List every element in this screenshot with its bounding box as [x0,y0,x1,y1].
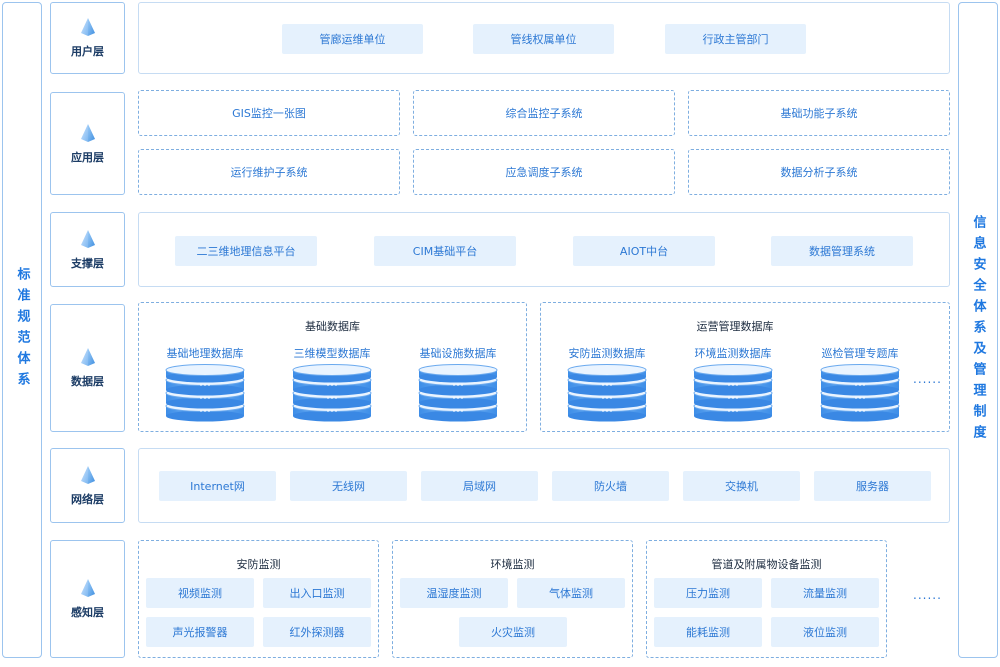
chip-sense: 能耗监测 [654,617,762,647]
db-name: 环境监测数据库 [694,347,772,360]
layer-label-data: 数据层 [50,304,125,432]
database-cylinder-icon [165,364,245,422]
crystal-pyramid-icon [78,347,98,367]
standards-sidebar: 标准规范体系 [2,2,42,658]
sense-group-title: 环境监测 [490,558,535,571]
chip-sense: 气体监测 [517,578,625,608]
layer-name: 数据层 [71,375,104,388]
chip-support: 二三维地理信息平台 [175,236,317,266]
layer-name: 用户层 [71,45,104,58]
layer-name: 感知层 [71,606,104,619]
layer-name: 支撑层 [71,256,104,270]
layer-label-sense: 感知层 [50,540,125,658]
chip-sense: 压力监测 [654,578,762,608]
app-box: 应急调度子系统 [413,149,675,195]
chip-sense: 液位监测 [771,617,879,647]
db-name: 基础设施数据库 [419,347,497,360]
app-box: 运行维护子系统 [138,149,400,195]
layer-label-user: 用户层 [50,2,125,74]
chip-sense: 流量监测 [771,578,879,608]
db-name: 巡检管理专题库 [821,347,899,360]
crystal-pyramid-icon [78,229,98,249]
network-layer-panel: Internet网 无线网 局域网 防火墙 交换机 服务器 [138,448,950,523]
chip-sense: 温湿度监测 [400,578,508,608]
db-name: 安防监测数据库 [568,347,646,360]
user-layer-panel: 管廊运维单位 管线权属单位 行政主管部门 [138,2,950,74]
chip-network: 无线网 [290,471,407,501]
chip-network: 服务器 [814,471,931,501]
database-cylinder-icon [820,364,900,422]
chip-user: 管线权属单位 [473,24,614,54]
chip-support: AIOT中台 [573,236,715,266]
database-cylinder-icon [292,364,372,422]
chip-user: 管廊运维单位 [282,24,423,54]
chip-sense: 火灾监测 [459,617,567,647]
more-ellipsis: ...... [913,372,942,386]
app-box: 基础功能子系统 [688,90,950,136]
db-name: 三维模型数据库 [293,347,371,360]
layer-name: 应用层 [71,150,104,164]
chip-network: 防火墙 [552,471,669,501]
layer-label-app: 应用层 [50,92,125,195]
security-sidebar-label: 信息安全体系及管理制度 [970,214,986,446]
crystal-pyramid-icon [78,17,98,37]
chip-sense: 声光报警器 [146,617,254,647]
sense-group-title: 安防监测 [236,558,281,571]
db-name: 基础地理数据库 [166,347,244,360]
crystal-pyramid-icon [78,578,98,598]
chip-sense: 视频监测 [146,578,254,608]
layer-name: 网络层 [71,492,104,506]
chip-support: CIM基础平台 [374,236,516,266]
chip-sense: 出入口监测 [263,578,371,608]
database-cylinder-icon [567,364,647,422]
app-box: 综合监控子系统 [413,90,675,136]
database-cylinder-icon [693,364,773,422]
standards-sidebar-label: 标准规范体系 [14,267,30,393]
data-group-title: 基础数据库 [305,320,360,333]
app-box: 数据分析子系统 [688,149,950,195]
more-ellipsis: ...... [913,588,942,602]
chip-sense: 红外探测器 [263,617,371,647]
layer-label-support: 支撑层 [50,212,125,287]
support-layer-panel: 二三维地理信息平台 CIM基础平台 AIOT中台 数据管理系统 [138,212,950,287]
app-box: GIS监控一张图 [138,90,400,136]
database-cylinder-icon [418,364,498,422]
chip-network: 局域网 [421,471,538,501]
data-group-title: 运营管理数据库 [696,320,774,333]
crystal-pyramid-icon [78,465,98,485]
sense-group-title: 管道及附属物设备监测 [711,558,822,571]
crystal-pyramid-icon [78,123,98,143]
layer-label-network: 网络层 [50,448,125,523]
security-sidebar: 信息安全体系及管理制度 [958,2,998,658]
chip-user: 行政主管部门 [665,24,806,54]
chip-support: 数据管理系统 [771,236,913,266]
chip-network: 交换机 [683,471,800,501]
chip-network: Internet网 [159,471,276,501]
